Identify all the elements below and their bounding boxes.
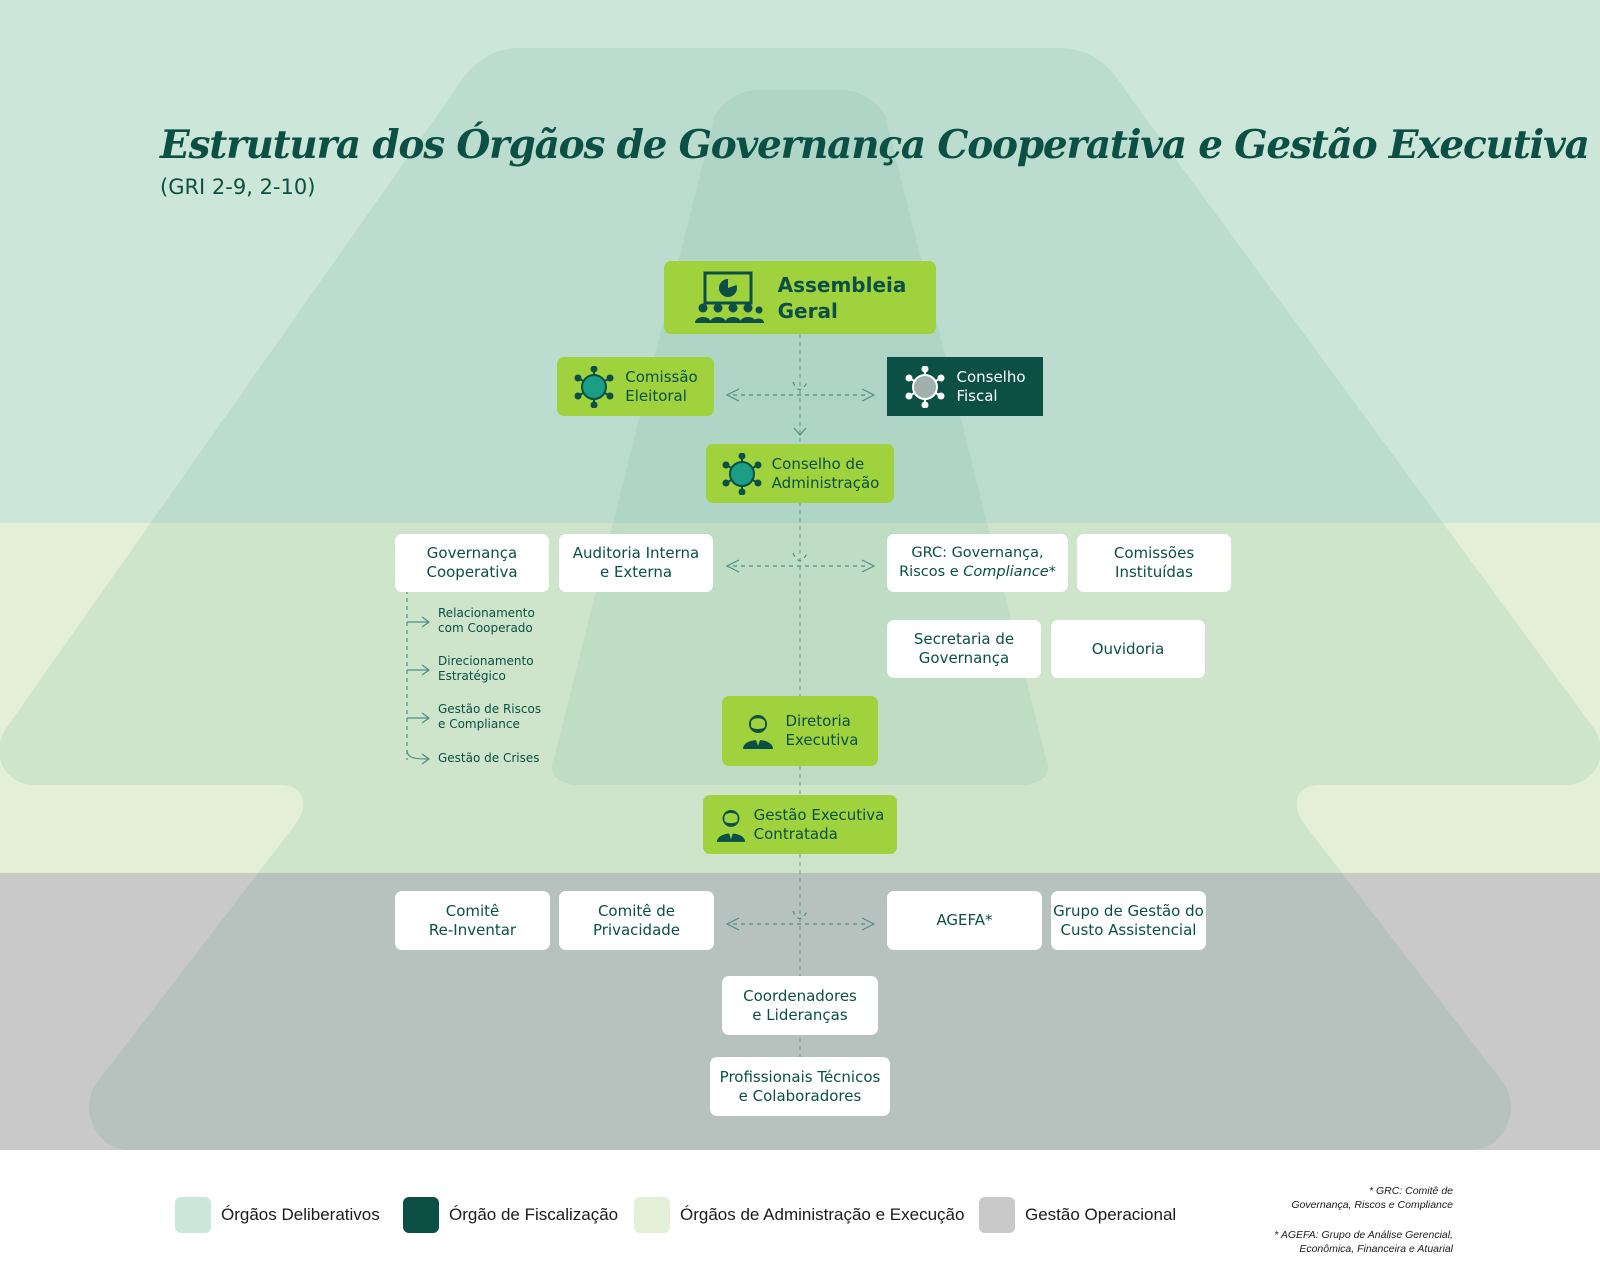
node-comite-privacidade: Comitê de Privacidade (559, 891, 714, 950)
node-agefa: AGEFA* (887, 891, 1042, 950)
council-network-icon (722, 452, 762, 495)
governanca-subitem: Gestão de Crises (438, 751, 540, 765)
governanca-subitem: Relacionamento com Cooperado (438, 606, 535, 635)
node-grc-line1: GRC: Governança, (911, 545, 1044, 561)
node-profissionais: Profissionais Técnicos e Colaboradores (710, 1057, 890, 1116)
node-auditoria-label: Auditoria Interna e Externa (572, 544, 700, 581)
legend-item-deliberativos: Órgãos Deliberativos (175, 1197, 380, 1233)
executive-person-icon (716, 809, 745, 842)
governanca-subitem: Gestão de Riscos e Compliance (438, 702, 542, 731)
page-subtitle: (GRI 2-9, 2-10) (160, 175, 316, 199)
node-grc-line2: Riscos e (899, 564, 964, 580)
node-governanca-cooperativa: Governança Cooperativa (395, 534, 549, 592)
node-assembleia-label: Assembleia Geral (777, 272, 907, 323)
assembly-presentation-icon (694, 271, 764, 323)
council-network-icon (905, 365, 945, 408)
node-comissao-eleitoral: Comissão Eleitoral (557, 357, 714, 416)
node-comissao-eleitoral-label: Comissão Eleitoral (625, 367, 698, 405)
legend-item-operacional: Gestão Operacional (979, 1197, 1176, 1233)
node-comissoes-label: Comissões Instituídas (1113, 544, 1195, 581)
executive-person-icon (742, 715, 773, 749)
legend-swatch (634, 1197, 670, 1233)
node-grupo-gestao-custo: Grupo de Gestão do Custo Assistencial (1051, 891, 1206, 950)
node-grc: GRC: Governança, Riscos e Compliance* (887, 534, 1068, 592)
node-grc-label: GRC: Governança, Riscos e Compliance* (899, 544, 1056, 582)
council-network-icon (574, 365, 614, 408)
node-governanca-cooperativa-label: Governança Cooperativa (426, 544, 518, 581)
node-ouvidoria-label: Ouvidoria (1091, 639, 1165, 658)
legend-swatch (979, 1197, 1015, 1233)
node-diretoria-label: Diretoria Executiva (785, 712, 859, 749)
node-secretaria-governanca: Secretaria de Governança (887, 620, 1041, 678)
node-comissoes-instituidas: Comissões Instituídas (1077, 534, 1231, 592)
node-gestao-contratada-label: Gestão Executiva Contratada (753, 805, 885, 843)
legend-label: Órgãos Deliberativos (221, 1205, 380, 1224)
node-grc-asterisk: * (1048, 564, 1056, 580)
node-coordenadores-label: Coordenadores e Lideranças (743, 986, 857, 1024)
legend-item-fiscalizacao: Órgão de Fiscalização (403, 1197, 618, 1233)
legend-item-administracao: Órgãos de Administração e Execução (634, 1197, 964, 1233)
node-profissionais-label: Profissionais Técnicos e Colaboradores (719, 1067, 881, 1105)
legend-label: Órgão de Fiscalização (449, 1205, 619, 1224)
footnote-grc: * GRC: Comitê de Governança, Riscos e Co… (1291, 1185, 1453, 1211)
node-gestao-executiva-contratada: Gestão Executiva Contratada (703, 795, 897, 854)
node-conselho-fiscal: Conselho Fiscal (887, 357, 1043, 416)
node-conselho-administracao: Conselho de Administração (706, 444, 894, 503)
node-conselho-fiscal-label: Conselho Fiscal (956, 367, 1026, 405)
node-comite-reinventar-label: Comitê Re-Inventar (428, 901, 517, 939)
node-conselho-administracao-label: Conselho de Administração (771, 454, 880, 492)
governanca-subitem: Direcionamento Estratégico (438, 654, 534, 683)
node-comite-privacidade-label: Comitê de Privacidade (592, 901, 681, 939)
legend-area (0, 1150, 1600, 1280)
legend-swatch (175, 1197, 211, 1233)
node-secretaria-label: Secretaria de Governança (913, 630, 1015, 667)
legend-label: Gestão Operacional (1025, 1205, 1177, 1224)
node-coordenadores: Coordenadores e Lideranças (722, 976, 878, 1035)
node-grc-compliance: Compliance (963, 564, 1049, 580)
node-auditoria: Auditoria Interna e Externa (559, 534, 713, 592)
legend-swatch (403, 1197, 439, 1233)
node-comite-reinventar: Comitê Re-Inventar (395, 891, 550, 950)
node-agefa-label: AGEFA* (936, 911, 993, 929)
node-grupo-gestao-label: Grupo de Gestão do Custo Assistencial (1053, 901, 1204, 939)
page-title: Estrutura dos Órgãos de Governança Coope… (160, 122, 1590, 168)
node-assembleia-geral: Assembleia Geral (664, 261, 936, 334)
legend-label: Órgãos de Administração e Execução (680, 1205, 965, 1224)
node-diretoria-executiva: Diretoria Executiva (722, 696, 878, 766)
footnote-agefa: * AGEFA: Grupo de Análise Gerencial, Eco… (1274, 1229, 1453, 1255)
node-ouvidoria: Ouvidoria (1051, 620, 1205, 678)
background-shape (0, 48, 1600, 1150)
